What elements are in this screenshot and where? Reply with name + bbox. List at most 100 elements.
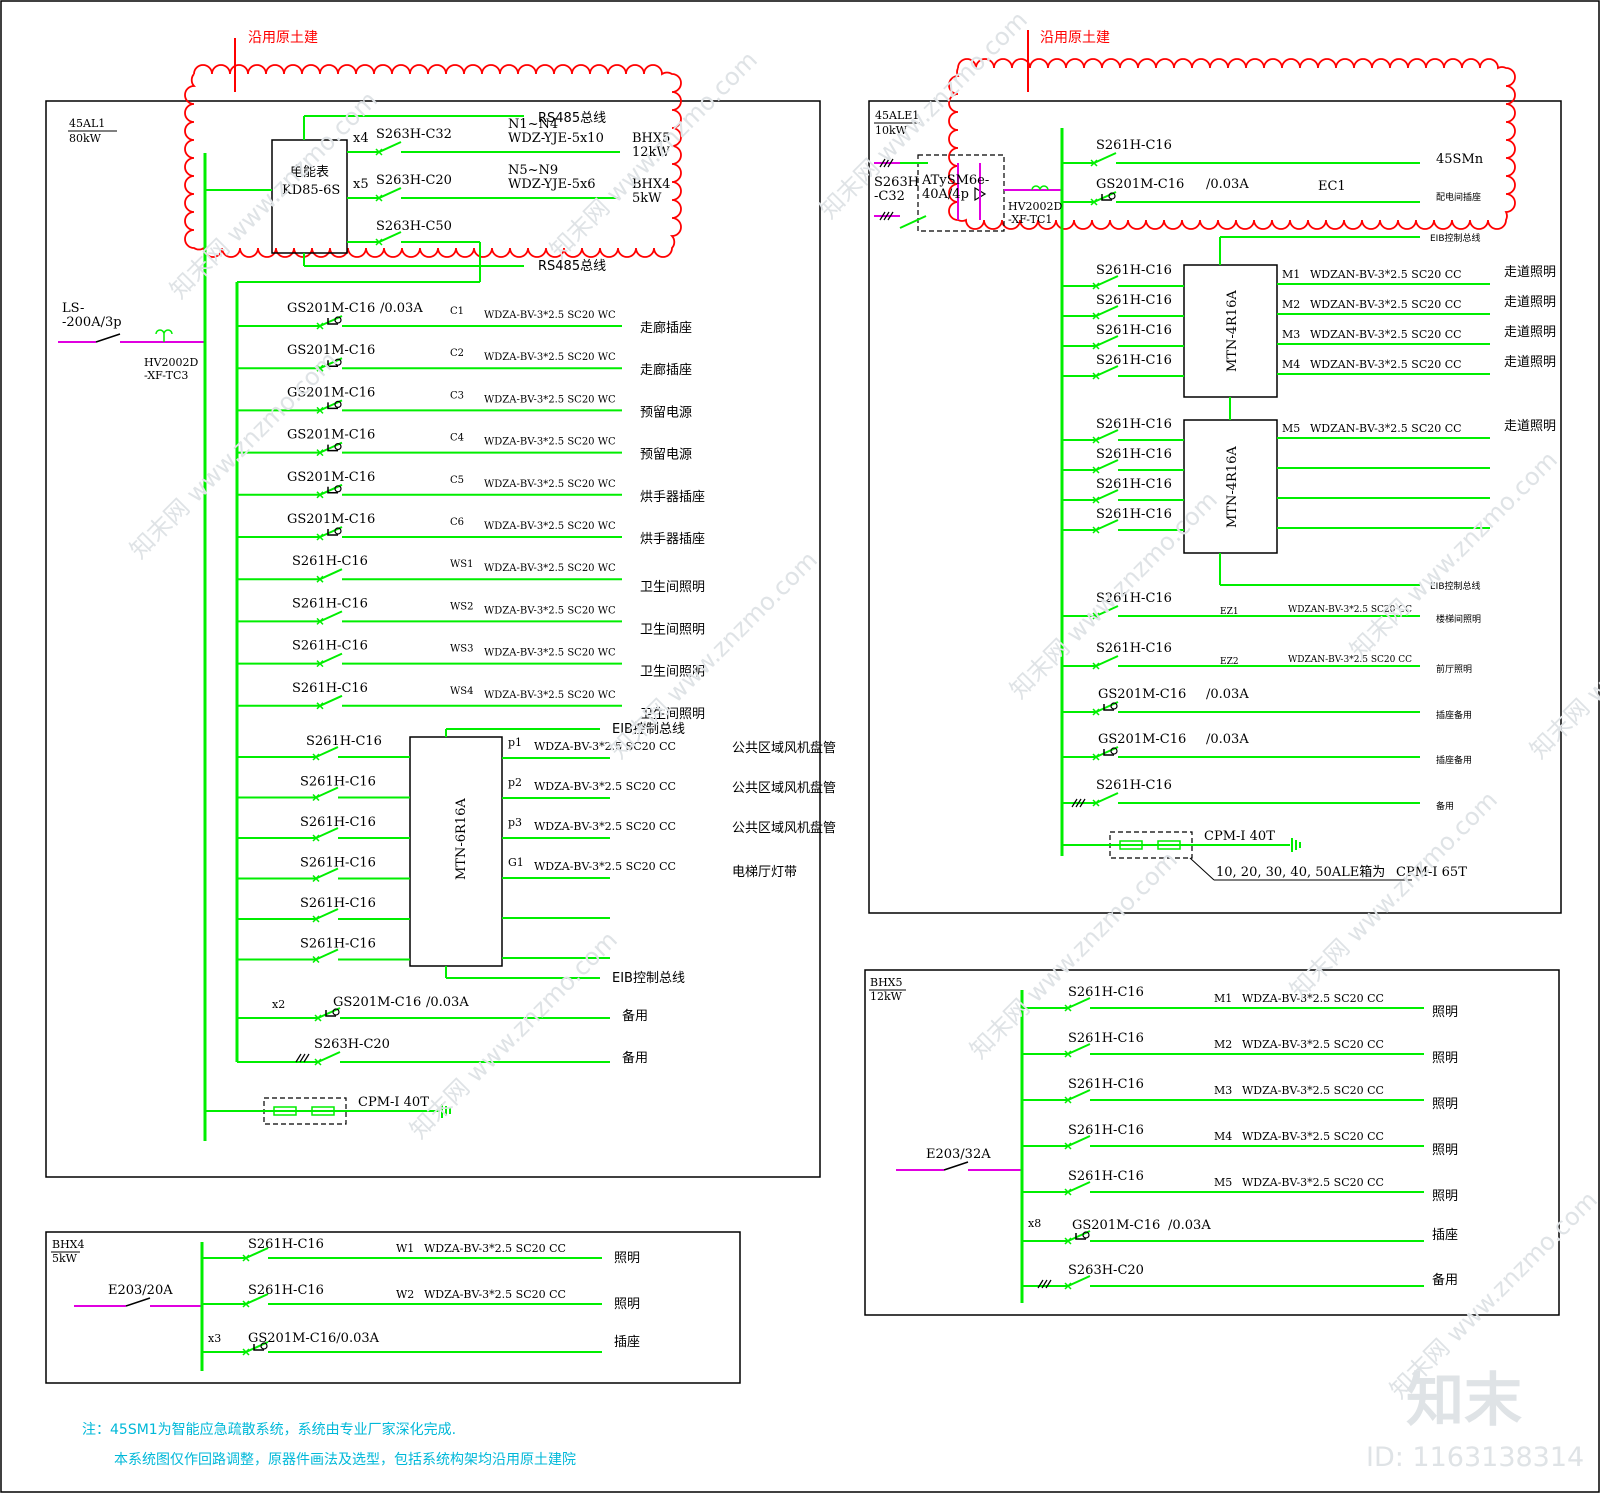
revision-note-1: 沿用原土建 (248, 30, 318, 46)
ale-bot-2-breaker: GS201M-C16 (1098, 687, 1186, 702)
bhx4-c1-breaker: S261H-C16 (248, 1283, 324, 1298)
circuit-WS4-cable: WDZA-BV-3*2.5 SC20 WC (484, 690, 616, 701)
circuit-WS4-breaker: S261H-C16 (292, 681, 368, 696)
spare2-hash1 (299, 1053, 306, 1063)
ale-bot-0-id: EZ1 (1220, 607, 1239, 617)
ale-bot-1-id: EZ2 (1220, 657, 1239, 667)
ale-m2-br-3-label: S261H-C16 (1096, 507, 1172, 522)
ale-inc2-hash0 (879, 211, 886, 221)
ale-bot-4-blade (1095, 792, 1119, 804)
circuit-C6-load: 烘手器插座 (640, 532, 705, 547)
watermark-site-4: 知末网 www.znzmo.com (604, 546, 822, 764)
circuit-WS3-breaker: S261H-C16 (292, 639, 368, 654)
circuit-C1-rcd: /0.03A (380, 301, 423, 316)
bhx5-c3-load: 照明 (1432, 1143, 1458, 1158)
ale-out-M3-id: M3 (1282, 328, 1300, 341)
circuit-C6-rcd-mark (327, 529, 338, 536)
ats-label-line1: ATySM6e- (921, 173, 989, 188)
bhx5-c0-blade (1067, 997, 1091, 1009)
meter-feeder-1-breaker: S263H-C20 (376, 173, 452, 188)
ale-top-1-load: 配电间插座 (1436, 191, 1481, 203)
circuit-C6-id: C6 (450, 517, 464, 528)
bhx4-c0-cable: WDZA-BV-3*2.5 SC20 CC (424, 1242, 566, 1255)
bhx5-c4-blade (1067, 1181, 1091, 1193)
circuit-C5-id: C5 (450, 475, 464, 486)
watermark-site-9: 知末网 www.znzmo.com (1284, 786, 1502, 1004)
circuit-WS2-breaker: S261H-C16 (292, 596, 368, 611)
ale-m1-br-2-blade (1095, 335, 1119, 347)
ale-incomer-label-line2: -C32 (874, 189, 905, 204)
spare1-breaker: GS201M-C16 (333, 995, 421, 1010)
meter-feeder-1-cond2: WDZ-YJE-5x6 (508, 177, 596, 192)
ale-bot-0-cable: WDZAN-BV-3*2.5 SC20 CC (1288, 605, 1412, 615)
ale-bot-1-blade (1095, 655, 1119, 667)
bhx5-c3-breaker: S261H-C16 (1068, 1123, 1144, 1138)
circuit-WS2-cable: WDZA-BV-3*2.5 SC20 WC (484, 605, 616, 616)
bhx4-c1-load: 照明 (614, 1297, 640, 1312)
circuit-WS3-load: 卫生间照明 (640, 665, 705, 680)
ale-m1-br-3-blade (1095, 365, 1119, 377)
panel-BHX4-name: BHX4 (52, 1238, 85, 1251)
module-output-p1-id: p1 (508, 736, 522, 749)
circuit-C3-cable: WDZA-BV-3*2.5 SC20 WC (484, 394, 616, 405)
ale-bot-2-rcd: /0.03A (1206, 687, 1249, 702)
bhx5-c1-blade (1067, 1043, 1091, 1055)
spd-note-leader (1189, 857, 1215, 881)
panel-BHX5-name: BHX5 (870, 976, 903, 989)
incomer-blade (95, 333, 121, 343)
spare2-hash2 (303, 1053, 310, 1063)
meter-feeder-1-mult: x5 (353, 177, 369, 192)
bhx5-c0-id: M1 (1214, 992, 1232, 1005)
ale-m2-br-2-label: S261H-C16 (1096, 477, 1172, 492)
ale-top-1-rcd: /0.03A (1206, 177, 1249, 192)
ale-m1-br-0-blade (1095, 275, 1119, 287)
circuit-WS1-id: WS1 (450, 559, 474, 570)
ale-bot-2-blade (1095, 701, 1119, 713)
circuit-C3-blade (319, 399, 343, 412)
ale-top-1-id: EC1 (1318, 179, 1346, 194)
meter-feeder-0-cond2: WDZ-YJE-5x10 (508, 131, 604, 146)
ale-top-1-rcd-mark (1101, 194, 1112, 201)
ale-bot-4-breaker: S261H-C16 (1096, 778, 1172, 793)
module-breaker-3-blade (315, 867, 339, 880)
meter-feeder-0-power: 12kW (632, 145, 670, 160)
module-breaker-1-blade (315, 786, 339, 799)
circuit-WS1-cable: WDZA-BV-3*2.5 SC20 WC (484, 563, 616, 574)
ale-bot-1-breaker: S261H-C16 (1096, 641, 1172, 656)
bhx4-c2-rcd-mark (253, 1344, 264, 1351)
module-output-p3-load: 公共区域风机盘管 (732, 820, 836, 836)
spd-note-ale: 10, 20, 30, 40, 50ALE箱为 (1216, 864, 1385, 880)
module-breaker-5-label: S261H-C16 (300, 937, 376, 952)
ale-m1-br-3-label: S261H-C16 (1096, 353, 1172, 368)
meter-main-breaker-blade (378, 231, 402, 243)
ale-inc2-blade (899, 215, 927, 229)
circuit-C6-cable: WDZA-BV-3*2.5 SC20 WC (484, 521, 616, 532)
circuit-WS4-id: WS4 (450, 686, 474, 697)
module-output-p2-id: p2 (508, 776, 522, 789)
bhx5-spare-hash2 (1045, 1279, 1052, 1289)
module-breaker-2-blade (315, 827, 339, 839)
spare1-load: 备用 (622, 1008, 648, 1024)
module-breaker-0-label: S261H-C16 (306, 734, 382, 749)
circuit-C4-id: C4 (450, 433, 464, 444)
ale-out-M1-load: 走道照明 (1504, 265, 1556, 280)
meter-breaker-label: S263H-C50 (376, 219, 452, 234)
module-breaker-5-blade (315, 948, 339, 961)
bhx5-c3-cable: WDZA-BV-3*2.5 SC20 CC (1242, 1130, 1384, 1143)
eib-top-label: EIB控制总线 (612, 722, 685, 737)
meter-box (271, 139, 348, 254)
circuit-C4-cable: WDZA-BV-3*2.5 SC20 WC (484, 437, 616, 448)
bhx5-c3-blade (1067, 1135, 1091, 1147)
spd-label-45AL1-line2: -XF-TC3 (144, 369, 188, 382)
circuit-C1-blade (319, 315, 343, 327)
module-output-p1-load: 公共区域风机盘管 (732, 740, 836, 756)
ale-out-M4-id: M4 (1282, 358, 1300, 371)
circuit-C1-id: C1 (450, 306, 464, 317)
ale-m2-br-2-blade (1095, 489, 1119, 501)
module-breaker-4-blade (315, 908, 339, 920)
ale-bot-4-load: 备用 (1436, 800, 1454, 812)
circuit-C2-breaker: GS201M-C16 (287, 343, 375, 358)
ale-out-M2-id: M2 (1282, 298, 1300, 311)
